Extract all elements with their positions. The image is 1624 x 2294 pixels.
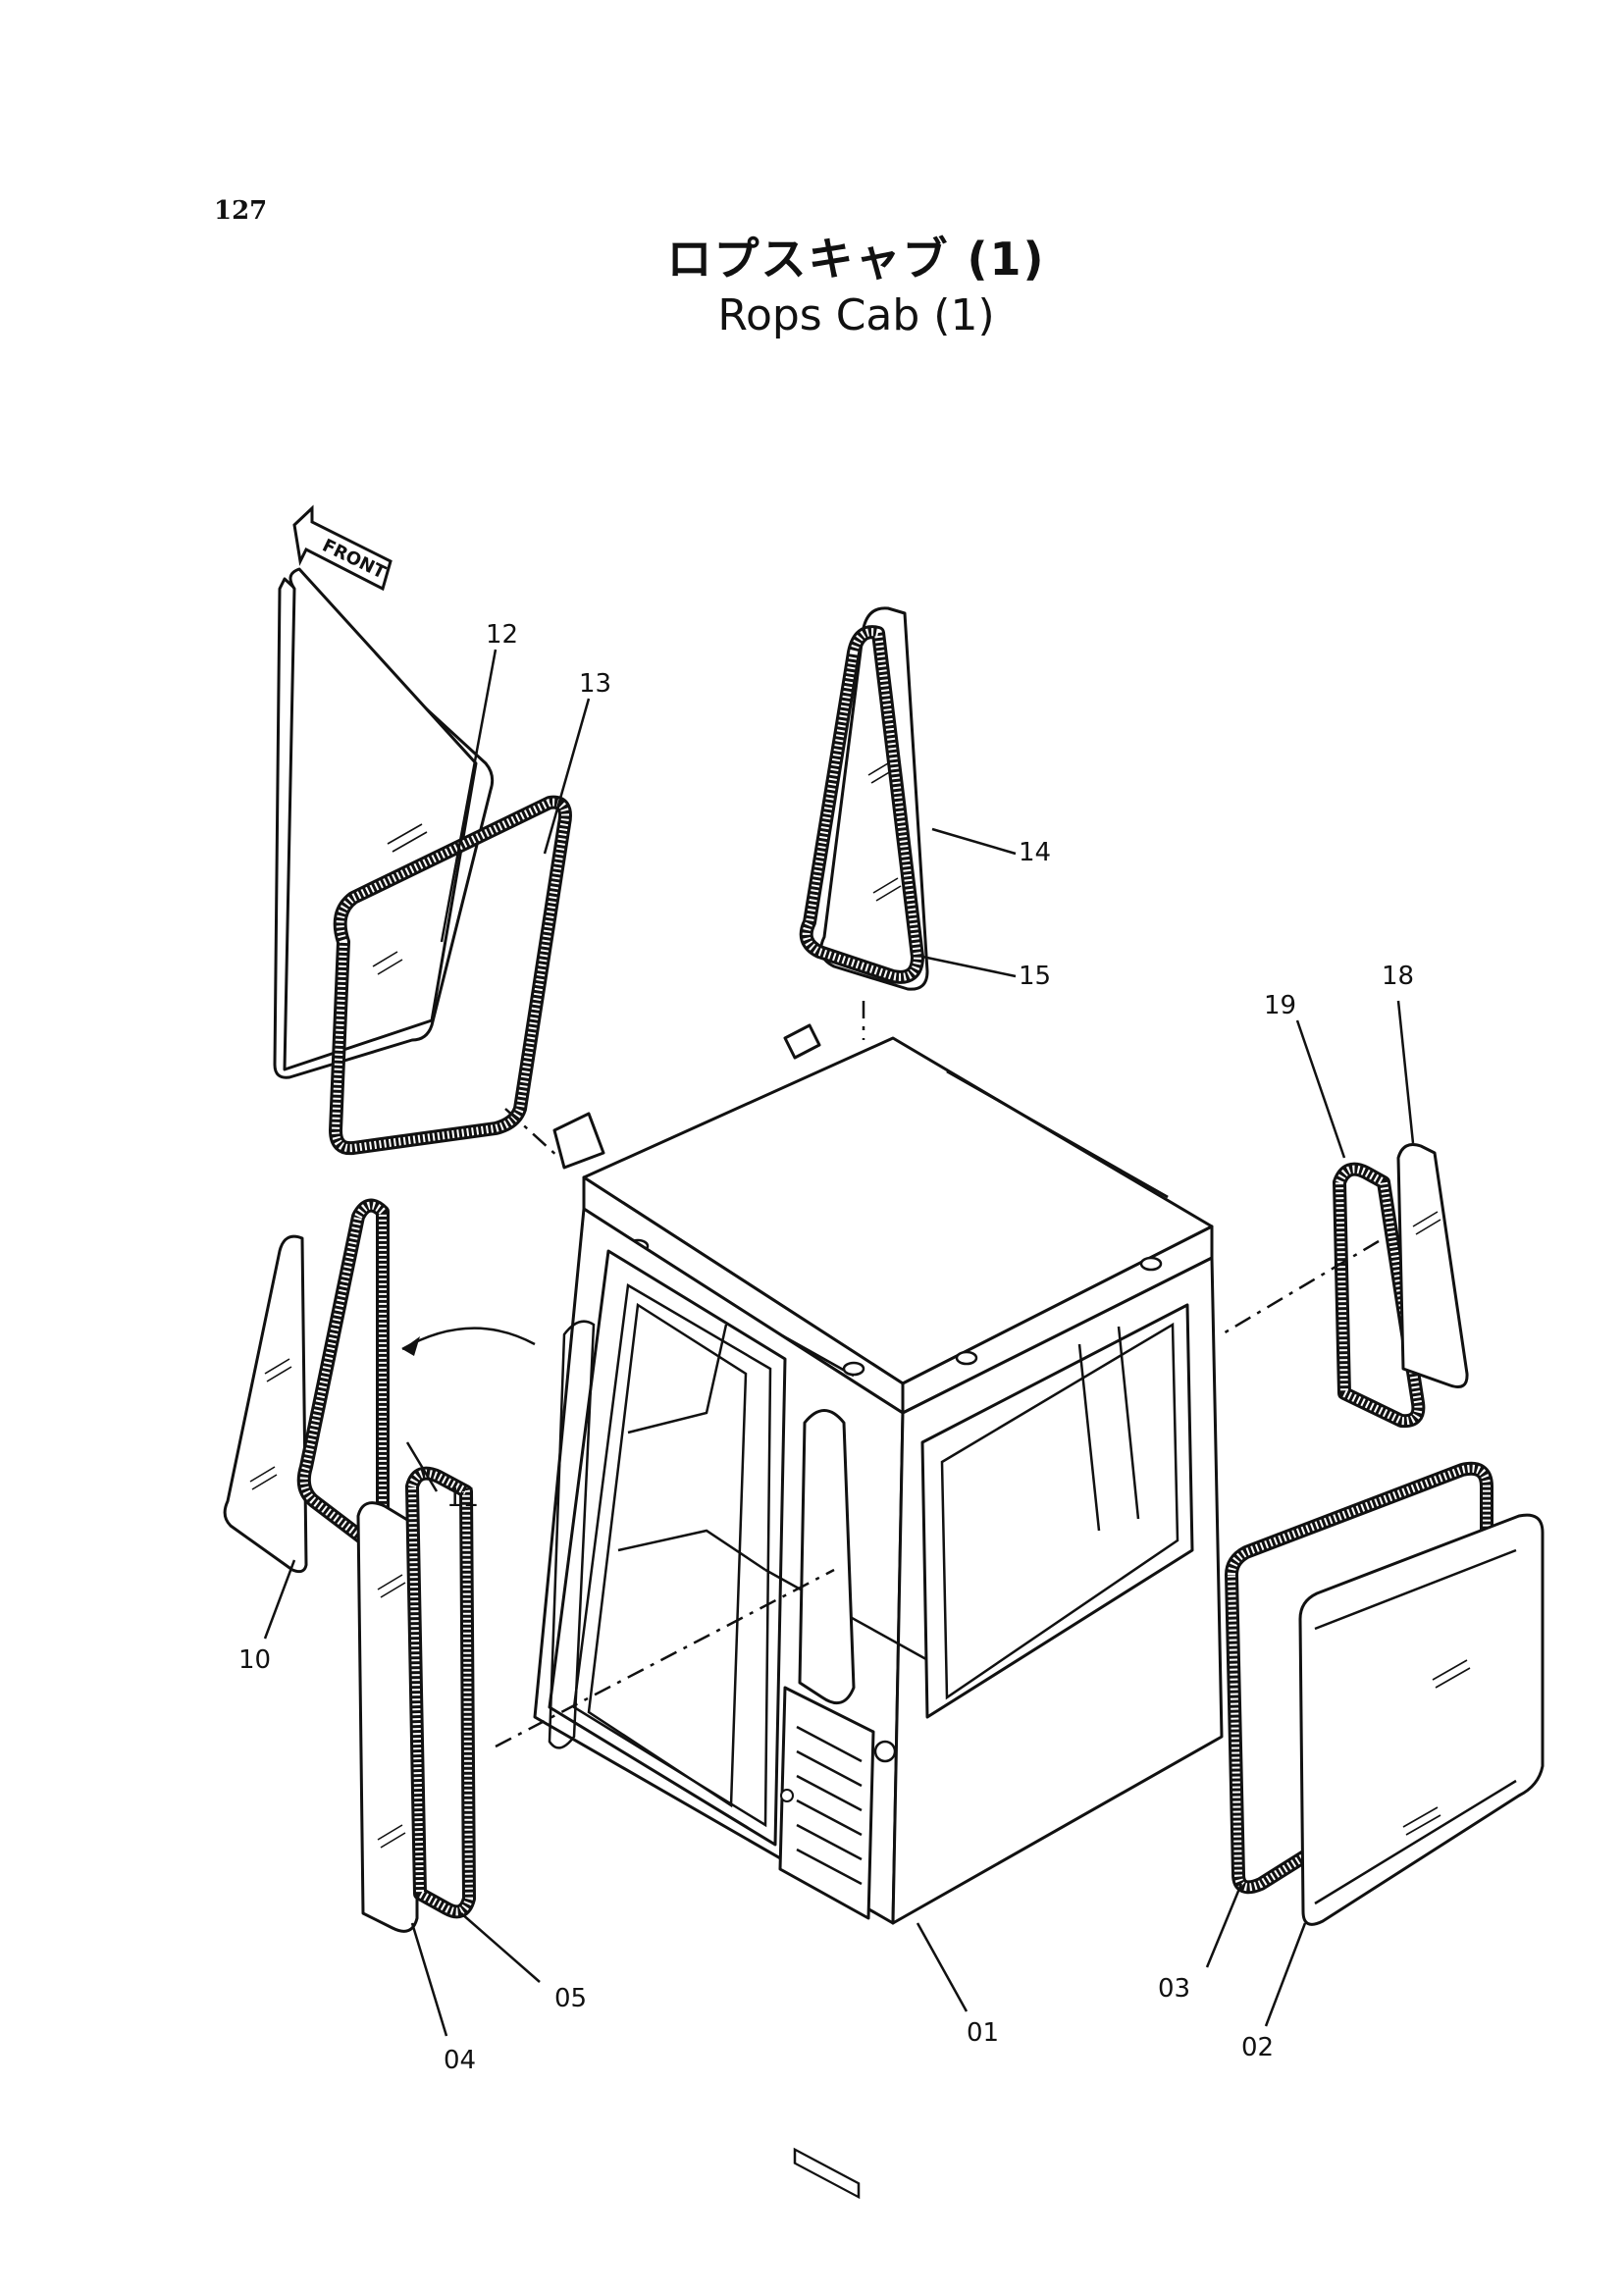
label-11: 11 <box>446 1484 479 1513</box>
title-english: Rops Cab (1) <box>717 290 995 340</box>
page-number: 127 <box>214 196 268 226</box>
part-02-glass <box>1298 1513 1545 1926</box>
front-arrow-icon: FRONT <box>292 504 393 592</box>
label-05: 05 <box>554 1984 587 2013</box>
label-03: 03 <box>1158 1974 1190 2004</box>
part-04-glass <box>356 1501 419 1933</box>
label-01: 01 <box>967 2018 999 2048</box>
label-18: 18 <box>1382 962 1414 991</box>
label-02: 02 <box>1241 2033 1274 2062</box>
label-12: 12 <box>486 620 518 650</box>
part-05-seal <box>405 1466 476 1919</box>
part-15-seal <box>799 625 924 984</box>
part-11-seal <box>296 1198 390 1547</box>
part-10-glass <box>223 1234 308 1574</box>
label-14: 14 <box>1019 838 1051 867</box>
label-10: 10 <box>238 1645 271 1675</box>
label-13: 13 <box>579 669 611 699</box>
label-15: 15 <box>1019 962 1051 991</box>
part-01-cab <box>533 1023 1224 2200</box>
label-04: 04 <box>444 2046 476 2075</box>
label-19: 19 <box>1264 991 1296 1020</box>
title-japanese: ロプスキャブ (1) <box>666 233 1046 286</box>
part-12-glass <box>273 567 495 1079</box>
part-18-glass <box>1396 1143 1469 1388</box>
part-19-seal <box>1333 1162 1426 1429</box>
part-13-seal <box>329 795 572 1156</box>
